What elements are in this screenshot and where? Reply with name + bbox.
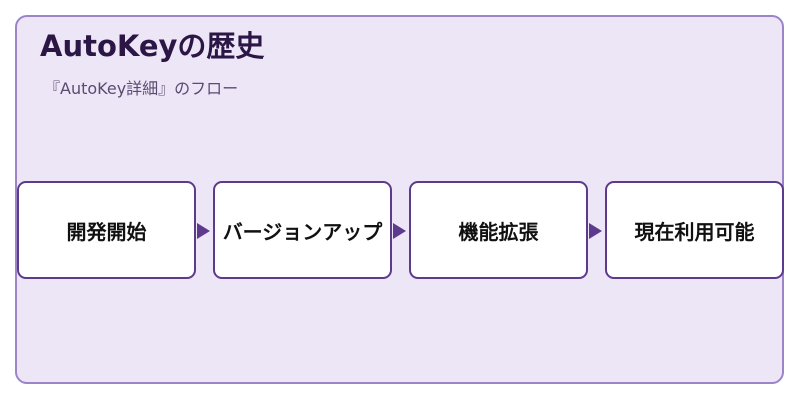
diagram-subtitle: 『AutoKey詳細』のフロー: [44, 79, 239, 98]
flow-step-feature-extension: 機能拡張: [409, 181, 588, 279]
flow-step-label: 機能拡張: [458, 219, 539, 244]
flow-step-currently-available: 現在利用可能: [605, 181, 784, 279]
flow-step-label: バージョンアップ: [222, 219, 383, 244]
flow-step-version-up: バージョンアップ: [213, 181, 392, 279]
flow-step-label: 現在利用可能: [634, 219, 755, 244]
diagram-title: AutoKeyの歴史: [40, 29, 265, 63]
flow-step-label: 開発開始: [66, 219, 147, 244]
flow-arrow-right-icon: [393, 223, 406, 239]
flow-arrow-right-icon: [197, 223, 210, 239]
flow-arrow-right-icon: [589, 223, 602, 239]
flow-step-development-start: 開発開始: [17, 181, 196, 279]
